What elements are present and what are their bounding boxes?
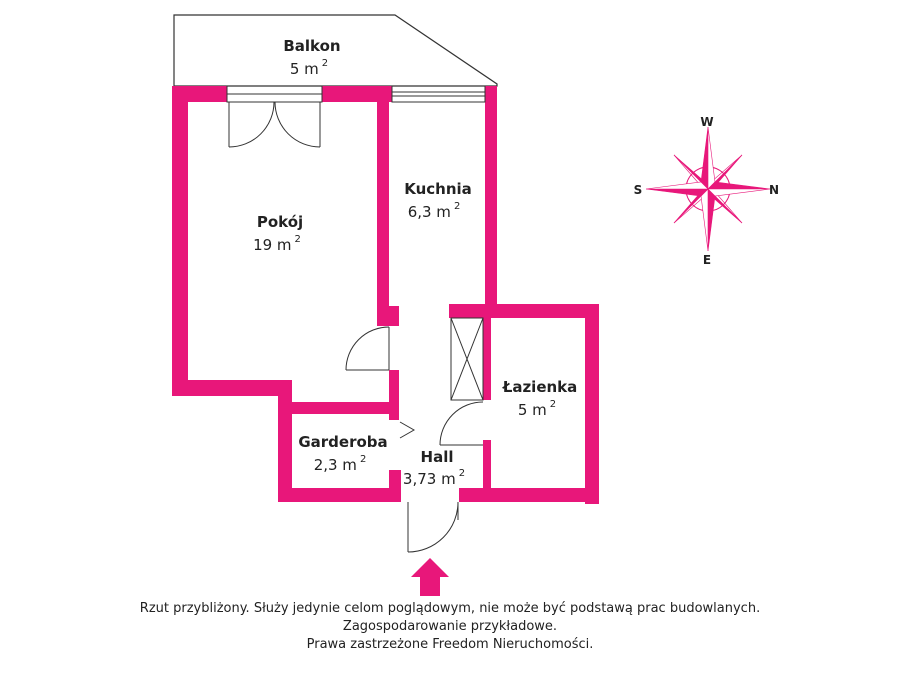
windows: [226, 85, 486, 103]
disclaimer-line-3: Prawa zastrzeżone Freedom Nieruchomości.: [306, 637, 594, 652]
kuchnia-name: Kuchnia: [404, 180, 472, 198]
balcony-outline: [173, 14, 498, 87]
ventilation-shaft: [450, 317, 484, 401]
room-door[interactable]: [345, 326, 390, 371]
disclaimer-line-1: Rzut przybliżony. Służy jedynie celom po…: [139, 601, 761, 616]
entrance-door[interactable]: [407, 501, 459, 553]
wardrobe-door[interactable]: [399, 421, 416, 439]
entrance-arrow-icon: [411, 558, 449, 596]
disclaimer-line-2: Zagospodarowanie przykładowe.: [342, 619, 558, 634]
balcony-door[interactable]: [228, 101, 321, 148]
pokoj-name: Pokój: [257, 213, 303, 231]
bathroom-door[interactable]: [439, 401, 484, 446]
walls: [172, 86, 599, 504]
balkon-name: Balkon: [283, 37, 340, 55]
disclaimer: Rzut przybliżony. Służy jedynie celom po…: [0, 600, 900, 654]
compass-e: E: [703, 253, 711, 267]
garderoba-name: Garderoba: [298, 433, 387, 451]
compass-w: W: [700, 115, 713, 129]
compass-n: N: [769, 183, 779, 197]
hall-name: Hall: [421, 448, 454, 466]
compass-s: S: [634, 183, 643, 197]
compass-rose-icon: W E S N: [634, 115, 779, 267]
lazienka-name: Łazienka: [502, 378, 578, 396]
